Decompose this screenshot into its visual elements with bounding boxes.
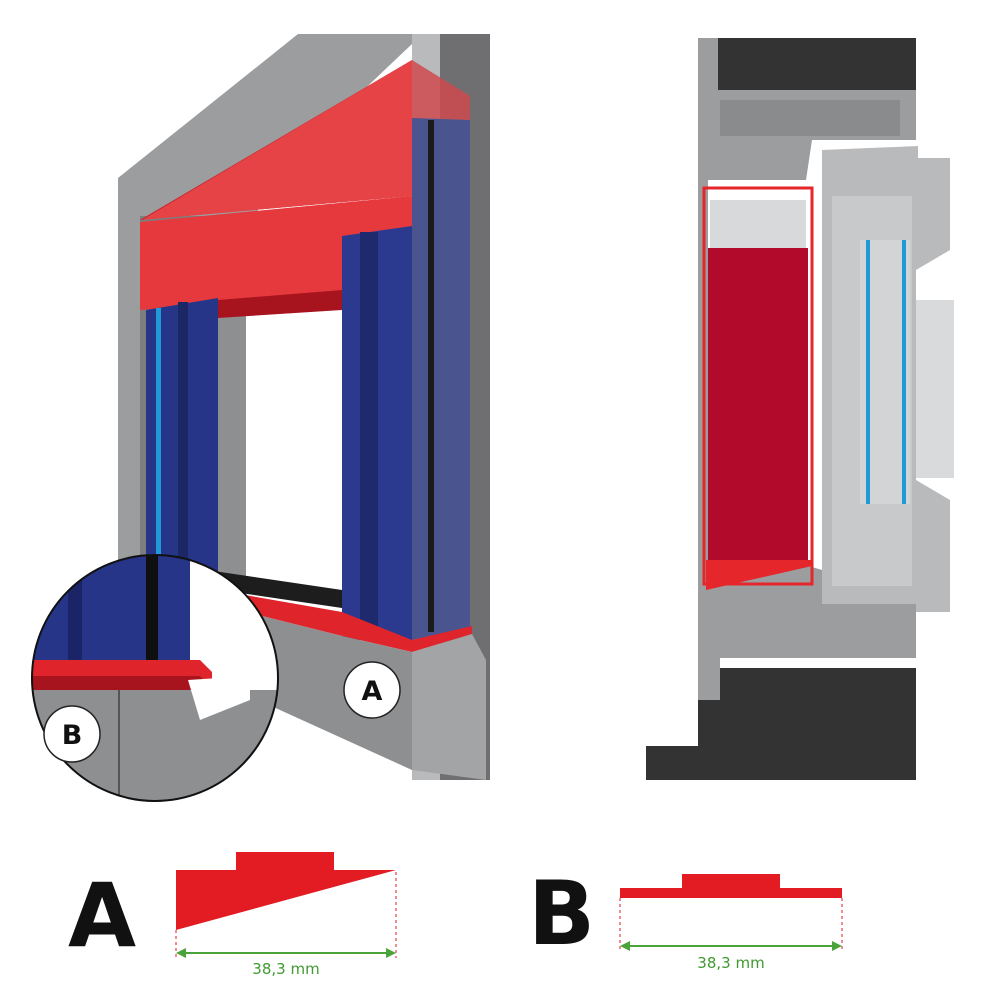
profile-a-arrow-right xyxy=(386,948,396,958)
right-sash-side xyxy=(412,118,470,640)
detail-lens-b: B xyxy=(31,554,279,802)
section-reveal xyxy=(916,300,954,478)
window-3d-view: A B xyxy=(31,34,490,802)
section-wall-top xyxy=(698,38,916,90)
section-red-top xyxy=(710,200,806,248)
right-sash-frame xyxy=(360,232,378,636)
left-sash-shadow xyxy=(178,302,188,594)
top-red-under xyxy=(218,290,342,318)
profile-b-letter: B xyxy=(528,862,595,965)
section-frame-top-inner xyxy=(720,100,900,136)
profile-b-shape xyxy=(620,874,842,898)
top-red-face xyxy=(142,60,412,220)
profile-a: A 38,3 mm xyxy=(68,852,397,978)
section-wall-base xyxy=(646,746,916,780)
section-glass-right xyxy=(902,240,906,504)
profile-a-arrow-left xyxy=(176,948,186,958)
section-glass-left xyxy=(866,240,870,504)
sill-red-profile xyxy=(182,584,472,652)
section-red-bottom xyxy=(706,560,812,590)
callout-b-letter: B xyxy=(62,720,83,751)
right-sash-gasket xyxy=(428,120,434,632)
callout-a: A xyxy=(343,661,401,719)
callout-a-circle xyxy=(343,661,401,719)
lens-ring xyxy=(31,554,279,802)
section-red-fill xyxy=(708,248,808,560)
section-red-outline xyxy=(702,186,814,586)
bottom-frame-side xyxy=(412,634,486,780)
profile-a-shape xyxy=(176,852,396,930)
profile-a-width-label: 38,3 mm xyxy=(252,960,319,978)
callout-b-circle xyxy=(43,705,101,763)
callout-a-letter: A xyxy=(362,676,383,707)
left-sash-glass xyxy=(156,308,161,596)
reveal-left-inner xyxy=(214,300,246,590)
profile-b: B 38,3 mm xyxy=(528,862,843,972)
profile-b-width-label: 38,3 mm xyxy=(697,954,764,972)
profile-a-letter: A xyxy=(68,864,136,967)
profile-b-arrow-right xyxy=(832,941,842,951)
profile-b-arrow-left xyxy=(620,941,630,951)
window-cross-section xyxy=(646,38,954,780)
